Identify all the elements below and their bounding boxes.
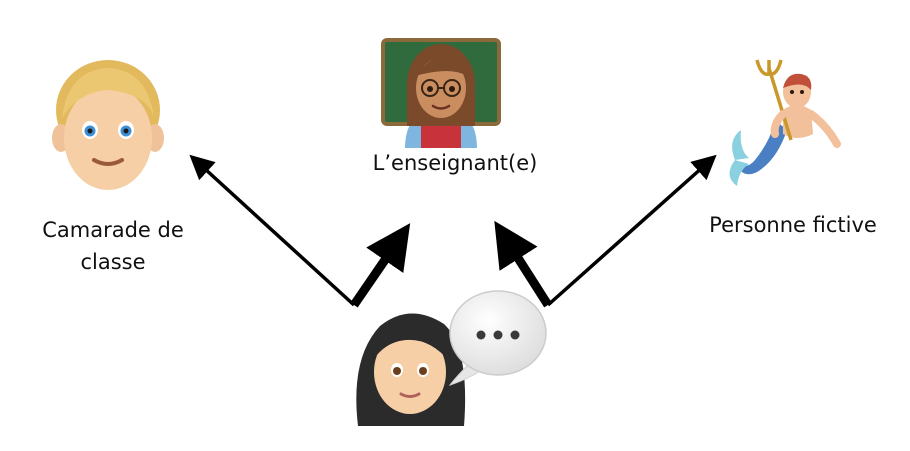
- fictional-person-label: Personne fictive: [709, 213, 877, 237]
- classmate-label-line2: classe: [80, 250, 146, 274]
- classmate-label: Camarade de classe: [20, 214, 206, 278]
- arrow-to-teacher-right: [494, 220, 552, 308]
- arrow-to-teacher-left: [350, 223, 411, 308]
- teacher-label: L’enseignant(e): [372, 151, 538, 175]
- speaker-woman-icon: [356, 313, 466, 426]
- arrow-to-classmate: [189, 154, 356, 307]
- arrow-to-fictional: [546, 154, 717, 307]
- classmate-icon: [52, 60, 164, 190]
- speech-bubble-icon: [448, 290, 547, 386]
- merman-icon: [729, 59, 841, 186]
- teacher-icon: [381, 38, 501, 148]
- classmate-label-line1: Camarade de: [42, 218, 184, 242]
